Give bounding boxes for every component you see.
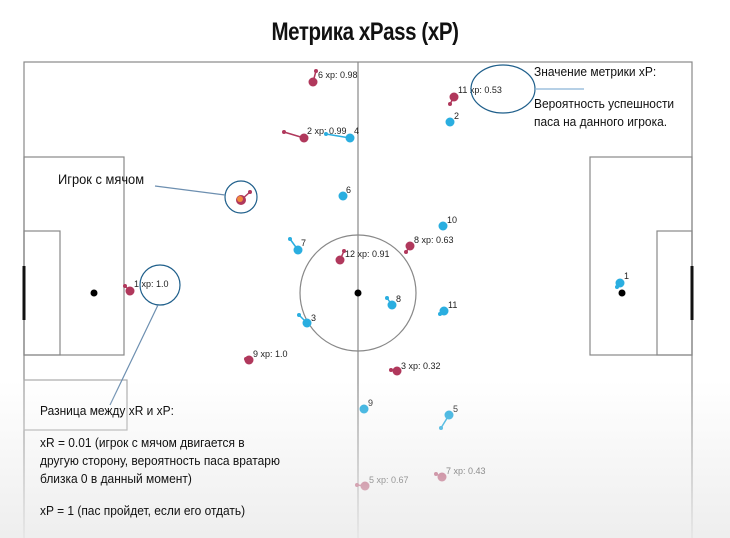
red-player: 5 xp: 0.67 [355, 475, 409, 491]
player-label: 5 [453, 404, 458, 414]
metric-desc-1: Вероятность успешности [534, 96, 675, 111]
previous-position-dot [439, 426, 443, 430]
ball-carrier [236, 190, 252, 205]
player-label: 3 xp: 0.32 [401, 361, 441, 371]
player-label: 6 xp: 0.98 [318, 70, 358, 80]
player-dot [244, 355, 254, 365]
page-title: Метрика xPass (xP) [271, 18, 459, 46]
blue-player: 6 [338, 185, 351, 201]
previous-position-dot [385, 296, 389, 300]
player-label: 12 xp: 0.91 [345, 249, 390, 259]
player-label: 8 [396, 294, 401, 304]
player-label: 7 xp: 0.43 [446, 466, 486, 476]
player-label: 9 [368, 398, 373, 408]
blue-player: 1 [615, 271, 629, 289]
red-player: 11 xp: 0.53 [448, 85, 502, 106]
player-dot [125, 286, 135, 296]
blue-player: 2 [445, 111, 459, 127]
previous-position-dot [434, 472, 438, 476]
blue-player: 9 [359, 398, 373, 414]
player-dot [449, 92, 459, 102]
player-dot [308, 77, 318, 87]
red-player: 8 xp: 0.63 [404, 235, 454, 254]
previous-position-dot [404, 250, 408, 254]
player-dot [299, 133, 309, 143]
player-label: 7 [301, 238, 306, 248]
previous-position-dot [389, 368, 393, 372]
blue-player: 7 [288, 237, 306, 255]
metric-title: Значение метрики xP: [534, 64, 657, 79]
red-player: 7 xp: 0.43 [434, 466, 486, 482]
player-label: 3 [311, 313, 316, 323]
highlight-circle-goalkeeper-pass [139, 264, 181, 306]
ball-carrier-label: Игрок с мячом [58, 171, 145, 187]
blue-player: 8 [385, 294, 401, 310]
player-dot [405, 241, 415, 251]
previous-position-dot [123, 284, 127, 288]
diff-xr-line-3: близка 0 в данный момент) [40, 471, 192, 486]
blue-player: 11 [438, 300, 457, 316]
player-dot [293, 245, 303, 255]
blue-player: 5 [439, 404, 458, 430]
player-label: 5 xp: 0.67 [369, 475, 409, 485]
diff-title: Разница между xR и xP: [40, 403, 174, 418]
player-dot [302, 318, 312, 328]
player-dot [392, 366, 402, 376]
player-label: 8 xp: 0.63 [414, 235, 454, 245]
player-label: 11 xp: 0.53 [458, 85, 502, 95]
previous-position-dot [324, 132, 328, 136]
previous-position-dot [355, 483, 359, 487]
player-label: 2 [454, 111, 459, 121]
left-penalty-spot [90, 289, 98, 297]
blue-player: 3 [297, 313, 316, 328]
red-player: 3 xp: 0.32 [389, 361, 441, 376]
previous-position-dot [288, 237, 292, 241]
player-label: 4 [354, 126, 359, 136]
center-spot [354, 289, 362, 297]
diff-xp: xP = 1 (пас пройдет, если его отдать) [40, 503, 246, 518]
metric-desc-2: паса на данного игрока. [534, 114, 668, 129]
previous-position-dot [314, 69, 318, 73]
player-dot [335, 255, 345, 265]
red-player: 9 xp: 1.0 [244, 349, 288, 365]
player-label: 1 [624, 271, 629, 281]
player-dot [338, 191, 348, 201]
red-player: 1 xp: 1.0 [123, 279, 169, 296]
right-penalty-spot [618, 289, 626, 297]
player-dot [345, 133, 355, 143]
left-goal-box [23, 230, 61, 356]
red-player: 2 xp: 0.99 [282, 126, 347, 143]
right-penalty-box [589, 156, 693, 356]
blue-player: 10 [438, 215, 457, 231]
player-dot [445, 117, 455, 127]
player-label: 2 xp: 0.99 [307, 126, 347, 136]
previous-position-dot [297, 313, 301, 317]
diff-xr-line-1: xR = 0.01 (игрок с мячом двигается в [40, 435, 245, 450]
player-label: 6 [346, 185, 351, 195]
callout-line-ball-carrier [154, 185, 226, 196]
highlight-circle-ball-carrier [224, 180, 258, 214]
red-player: 6 xp: 0.98 [308, 69, 358, 87]
player-dot [387, 300, 397, 310]
player-label: 10 [447, 215, 457, 225]
player-label: 9 xp: 1.0 [253, 349, 288, 359]
player-label: 11 [448, 300, 457, 310]
player-dot [438, 221, 448, 231]
previous-position-dot [342, 249, 346, 253]
player-dot [439, 306, 449, 316]
previous-position-dot [448, 102, 452, 106]
blue-player: 4 [324, 126, 359, 143]
right-goal-box [656, 230, 693, 356]
diff-xr-line-2: другую сторону, вероятность паса вратарю [40, 453, 280, 468]
red-player: 12 xp: 0.91 [335, 249, 390, 265]
player-label: 1 xp: 1.0 [134, 279, 169, 289]
center-circle [299, 234, 417, 352]
previous-position-dot [282, 130, 286, 134]
player-dot [615, 278, 625, 288]
